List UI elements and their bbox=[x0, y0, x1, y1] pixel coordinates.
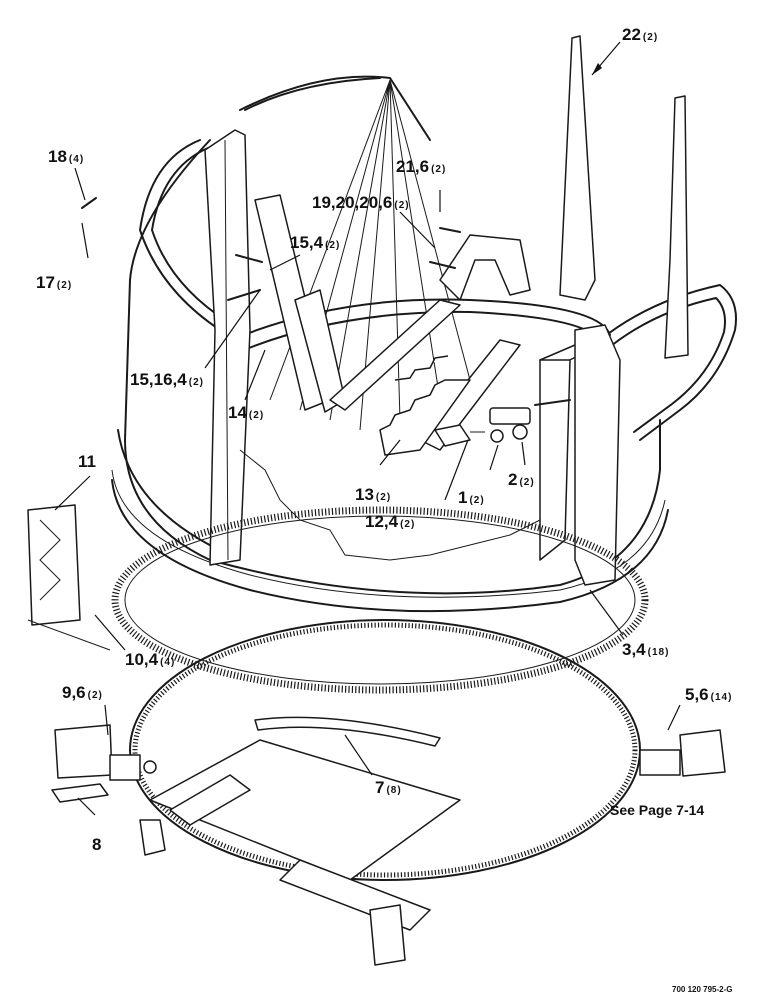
callout-13: 13(2) bbox=[355, 485, 391, 504]
right-latch bbox=[639, 729, 726, 777]
see-page-note: See Page 7-14 bbox=[610, 802, 704, 818]
callout-labels: 22(2) 18(4) 21,6(2) 19,20,20,6(2) 15,4(2… bbox=[36, 25, 733, 994]
leader-lines bbox=[54, 41, 681, 816]
left-latch bbox=[51, 724, 157, 803]
callout-15-4: 15,4(2) bbox=[290, 233, 340, 252]
callout-1: 1(2) bbox=[458, 488, 485, 507]
callout-18: 18(4) bbox=[48, 147, 84, 166]
stair-step-part bbox=[379, 355, 471, 456]
handrails bbox=[139, 77, 737, 441]
base-frame bbox=[139, 739, 461, 966]
cone-shading bbox=[239, 75, 471, 431]
panel-11 bbox=[27, 504, 111, 651]
callout-11: 11 bbox=[78, 452, 96, 471]
callout-12-4: 12,4(2) bbox=[365, 512, 415, 531]
tall-boards bbox=[559, 35, 689, 359]
callout-2: 2(2) bbox=[508, 470, 535, 489]
callout-8: 8 bbox=[92, 835, 101, 854]
callout-14: 14(2) bbox=[228, 403, 264, 422]
small-pins bbox=[81, 197, 571, 406]
callout-5-6: 5,6(14) bbox=[685, 685, 732, 704]
callout-17: 17(2) bbox=[36, 273, 72, 292]
callout-21-6: 21,6(2) bbox=[396, 157, 446, 176]
callout-19-20-20-6: 19,20,20,6(2) bbox=[312, 193, 410, 212]
callout-7: 7(8) bbox=[375, 778, 402, 797]
cutaway-floor bbox=[239, 449, 541, 561]
document-number: 700 120 795-2-G bbox=[672, 985, 733, 994]
tub-wall bbox=[117, 139, 661, 595]
callout-10-4: 10,4(4) bbox=[125, 650, 175, 669]
assembly-drawing bbox=[27, 35, 737, 966]
callout-3-4: 3,4(18) bbox=[622, 640, 669, 659]
rack-segment bbox=[254, 716, 441, 747]
callout-22: 22(2) bbox=[622, 25, 658, 44]
left-post bbox=[204, 129, 251, 566]
hardware-center bbox=[434, 407, 531, 447]
callout-9-6: 9,6(2) bbox=[62, 683, 103, 702]
inner-bracket bbox=[254, 194, 346, 413]
callout-15-16-4: 15,16,4(2) bbox=[130, 370, 204, 389]
right-post bbox=[539, 324, 621, 586]
ring-gear bbox=[111, 506, 649, 694]
